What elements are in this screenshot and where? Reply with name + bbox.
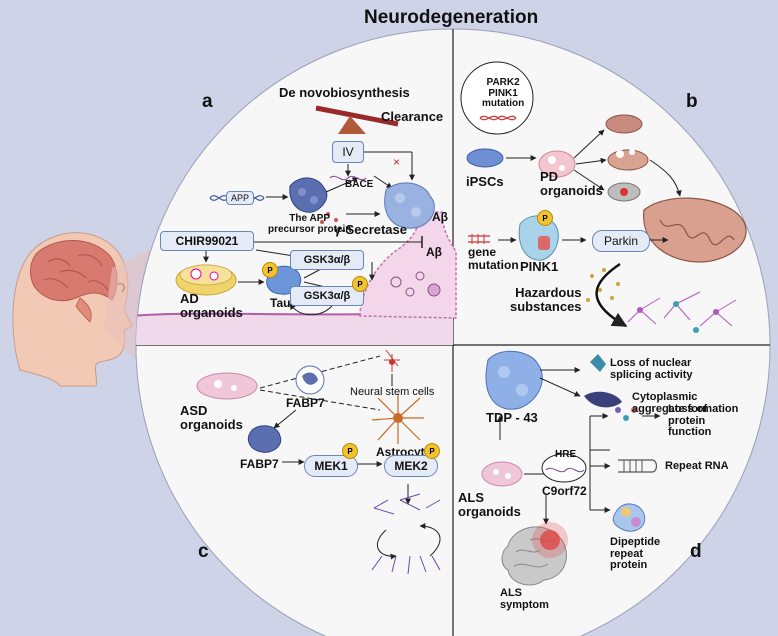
panel-label-d: d	[690, 541, 702, 562]
mutation-label: PARK2 PINK1 mutation	[482, 77, 525, 109]
mek2-phospho-badge: P	[424, 443, 440, 459]
figure-title: Neurodegeneration	[364, 7, 539, 28]
panel-label-a: a	[202, 91, 213, 112]
als-symptom-label: ALS symptom	[500, 587, 549, 611]
cytoplasmic-aggregate-label: Cytoplasmic aggregate formation	[632, 391, 739, 415]
hre-label: HRE	[555, 449, 577, 460]
gene-mutation-label: gene mutation	[468, 245, 519, 272]
tau-phospho-badge: P	[262, 262, 278, 278]
ipscs-label: iPSCs	[466, 174, 504, 189]
panel-label-b: b	[686, 91, 698, 112]
clearance-label: Clearance	[381, 109, 444, 124]
fabp7-label-bottom: FABP7	[240, 457, 279, 471]
gamma-secretase-label: γ-Secretase	[334, 222, 407, 237]
mek2-pill: MEK2	[384, 455, 438, 477]
loss-splicing-label: Loss of nuclear splicing activity	[610, 357, 693, 381]
neural-stem-cells-label: Neural stem cells	[350, 386, 435, 398]
abeta-synapse-label: Aβ	[426, 245, 442, 259]
als-organoids-label: ALS organoids	[458, 490, 521, 519]
panel-b-graphics	[460, 61, 747, 333]
asd-organoids-label: ASD organoids	[180, 403, 243, 432]
chir99021-box: CHIR99021	[160, 231, 254, 251]
repeat-rna-label: Repeat RNA	[665, 460, 729, 472]
c9orf72-label: C9orf72	[542, 484, 587, 498]
tau-label: Tau	[270, 296, 291, 310]
ad-organoids-label: AD organoids	[180, 291, 243, 320]
hazardous-substances-label: Hazardous substances	[510, 285, 582, 314]
dipeptide-repeat-protein-label: Dipeptide repeat protein	[610, 536, 661, 572]
gsk3-box-top: GSK3α/β	[290, 250, 364, 270]
gsk3-box-bottom: GSK3α/β	[290, 286, 364, 306]
loss-protein-function-label: Loss of protein function	[668, 403, 712, 439]
fabp7-label-top: FABP7	[286, 396, 325, 410]
panel-label-c: c	[198, 541, 209, 562]
panel-d-graphics	[481, 350, 661, 586]
panel-c-graphics	[196, 349, 441, 575]
de-novo-label: De novobiosynthesis	[279, 85, 410, 100]
parkin-box: Parkin	[592, 230, 650, 252]
gsk3-phospho-badge: P	[352, 276, 368, 292]
app-gene-box: APP	[226, 191, 254, 205]
pink1-label: PINK1	[520, 259, 559, 274]
tdp43-label: TDP - 43	[486, 410, 538, 425]
panel-a-graphics: ×	[175, 105, 435, 316]
mek1-phospho-badge: P	[342, 443, 358, 459]
svg-text:×: ×	[393, 155, 400, 169]
pd-organoids-label: PD organoids	[540, 169, 603, 198]
abeta-label: Aβ	[432, 210, 448, 224]
pink1-phospho-badge: P	[537, 210, 553, 226]
mek1-pill: MEK1	[304, 455, 358, 477]
bace-label: BACE	[345, 179, 374, 190]
iv-box: IV	[332, 141, 364, 163]
app-precursor-label: The APP precursor protein	[268, 213, 352, 235]
